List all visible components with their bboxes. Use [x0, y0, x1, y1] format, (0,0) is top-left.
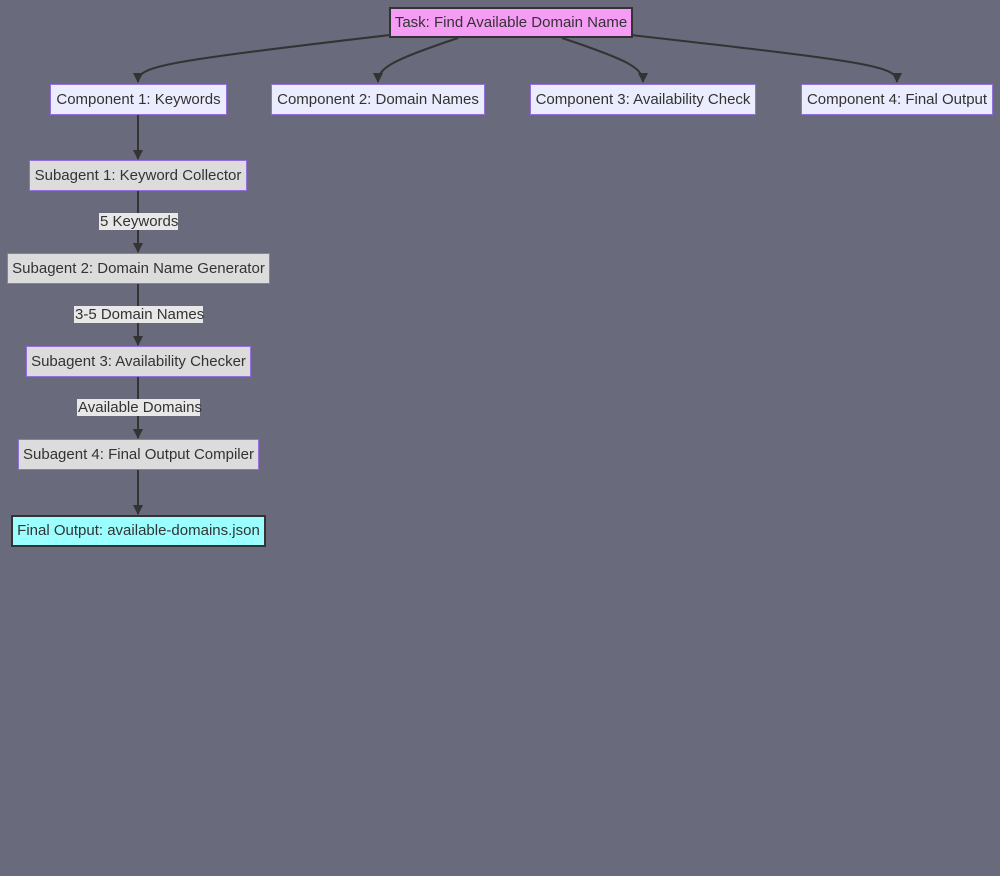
subagent-node-final-output-compiler[interactable]: Subagent 4: Final Output Compiler	[18, 439, 259, 470]
component-node-domain-names[interactable]: Component 2: Domain Names	[271, 84, 485, 115]
task-node[interactable]: Task: Find Available Domain Name	[389, 7, 633, 38]
edge-task-to-component-3	[561, 37, 648, 83]
edge-label-available-domains: Available Domains	[77, 399, 202, 416]
component-node-keywords[interactable]: Component 1: Keywords	[50, 84, 227, 115]
edge-task-to-component-1	[133, 34, 391, 83]
final-output-node[interactable]: Final Output: available-domains.json	[11, 515, 266, 547]
edge-task-to-component-2	[373, 37, 459, 83]
subagent-node-keyword-collector[interactable]: Subagent 1: Keyword Collector	[29, 160, 247, 191]
subagent-node-domain-name-generator[interactable]: Subagent 2: Domain Name Generator	[7, 253, 270, 284]
subagent-node-availability-checker[interactable]: Subagent 3: Availability Checker	[26, 346, 251, 377]
component-node-final-output[interactable]: Component 4: Final Output	[801, 84, 993, 115]
component-node-availability-check[interactable]: Component 3: Availability Check	[530, 84, 756, 115]
edge-label-domain-names: 3-5 Domain Names	[74, 306, 205, 323]
edge-label-keywords: 5 Keywords	[99, 213, 179, 230]
edge-task-to-component-4	[630, 34, 902, 83]
